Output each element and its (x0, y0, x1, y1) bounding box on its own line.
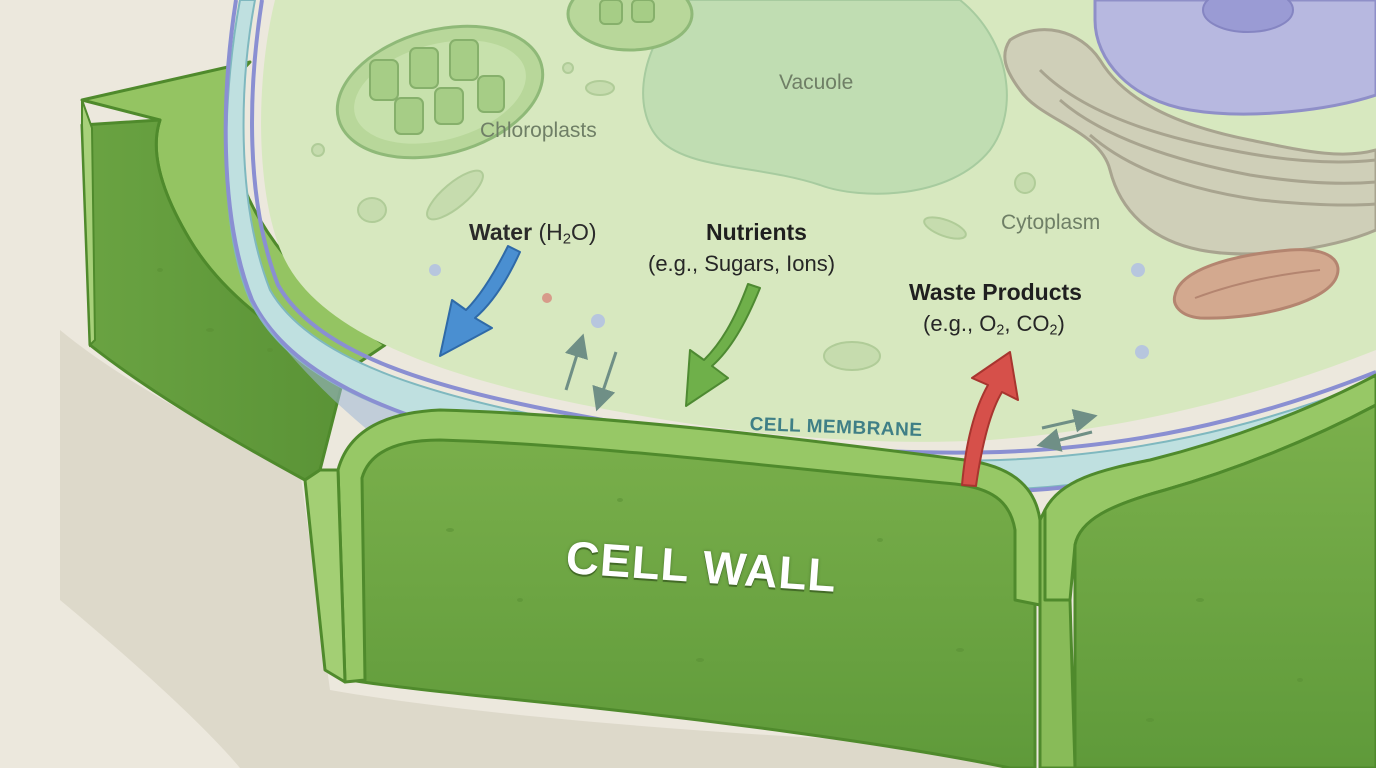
cell-wall-left-edge (81, 99, 97, 348)
endoplasmic-reticulum (1003, 28, 1376, 256)
waste-title: Waste Products (909, 279, 1082, 305)
water-label-bold: Water (469, 219, 533, 245)
cell-wall-right-edge (1038, 508, 1077, 768)
chloroplast-large (335, 24, 545, 160)
waste-detail: (e.g., O2, CO2) (923, 311, 1065, 339)
cytoplasm-label: Cytoplasm (1001, 211, 1101, 234)
water-formula-open: (H (538, 219, 563, 245)
ions (429, 263, 1149, 359)
waste-detail-b: , CO (1004, 311, 1050, 336)
waste-sub-a: 2 (996, 322, 1005, 339)
waste-arrow (961, 351, 1019, 487)
vacuole-shape (642, 0, 1008, 195)
exchange-arrows-right (1036, 408, 1098, 452)
wall-texture (157, 268, 1303, 722)
nutrients-title: Nutrients (706, 219, 807, 245)
mitochondrion (1172, 248, 1340, 320)
water-formula-close: O) (571, 219, 597, 245)
waste-detail-c: ) (1057, 311, 1065, 336)
water-arrow (439, 245, 521, 357)
wall-shadow (60, 330, 1030, 768)
water-label: Water (H2O) (469, 219, 597, 248)
cell-wall-front-top (336, 408, 1042, 684)
exchange-arrows-left (564, 333, 618, 412)
vesicles (311, 62, 1036, 371)
chloroplast-small (566, 0, 694, 52)
cell-wall-right-front (1073, 403, 1376, 768)
nutrients-detail: (e.g., Sugars, Ions) (648, 251, 836, 276)
cell-wall-seam-left (303, 468, 347, 684)
chloroplasts-label: Chloroplasts (480, 119, 597, 142)
waste-detail-a: (e.g., O (923, 311, 997, 336)
vacuole-label: Vacuole (779, 71, 854, 94)
nucleus (1093, 0, 1376, 116)
nutrient-arrow (685, 283, 761, 407)
water-formula-sub: 2 (562, 230, 572, 248)
waste-sub-b: 2 (1049, 322, 1058, 339)
